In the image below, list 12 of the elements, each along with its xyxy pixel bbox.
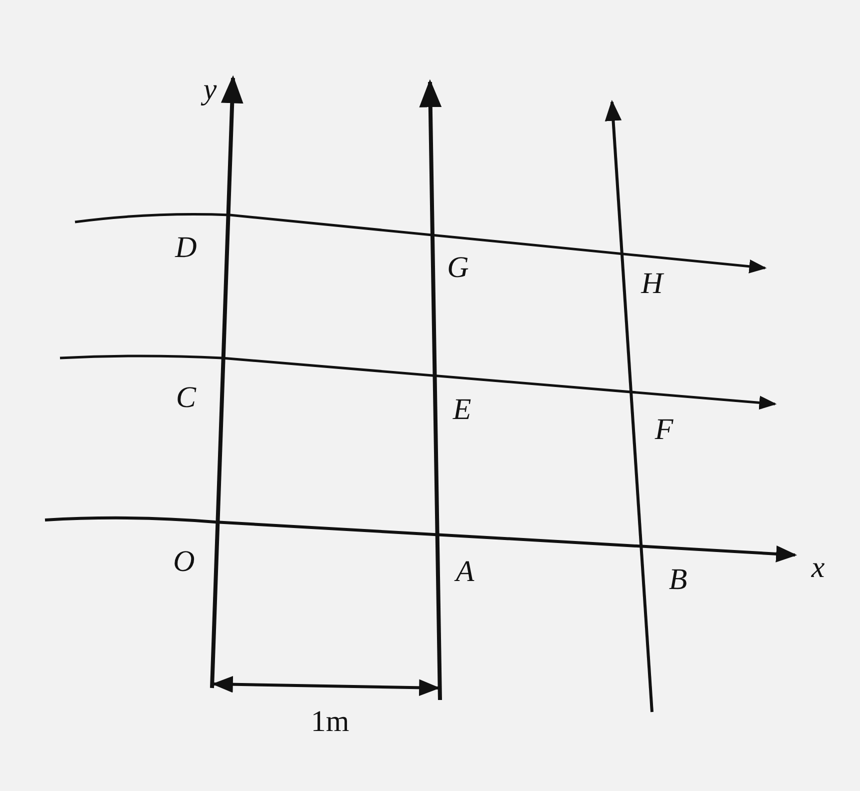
point-label: E xyxy=(452,395,472,425)
dimension-label: 1m xyxy=(310,707,350,737)
point-label: H xyxy=(641,269,663,299)
point-label: B xyxy=(668,565,688,595)
point-label: A xyxy=(456,557,474,587)
point-label: D xyxy=(175,233,197,263)
axis-label: x xyxy=(811,553,825,583)
point-label: C xyxy=(176,383,196,413)
point-label: G xyxy=(447,253,469,283)
point-label: O xyxy=(173,547,195,577)
point-label: F xyxy=(654,415,674,445)
axis-label: y xyxy=(203,75,217,105)
